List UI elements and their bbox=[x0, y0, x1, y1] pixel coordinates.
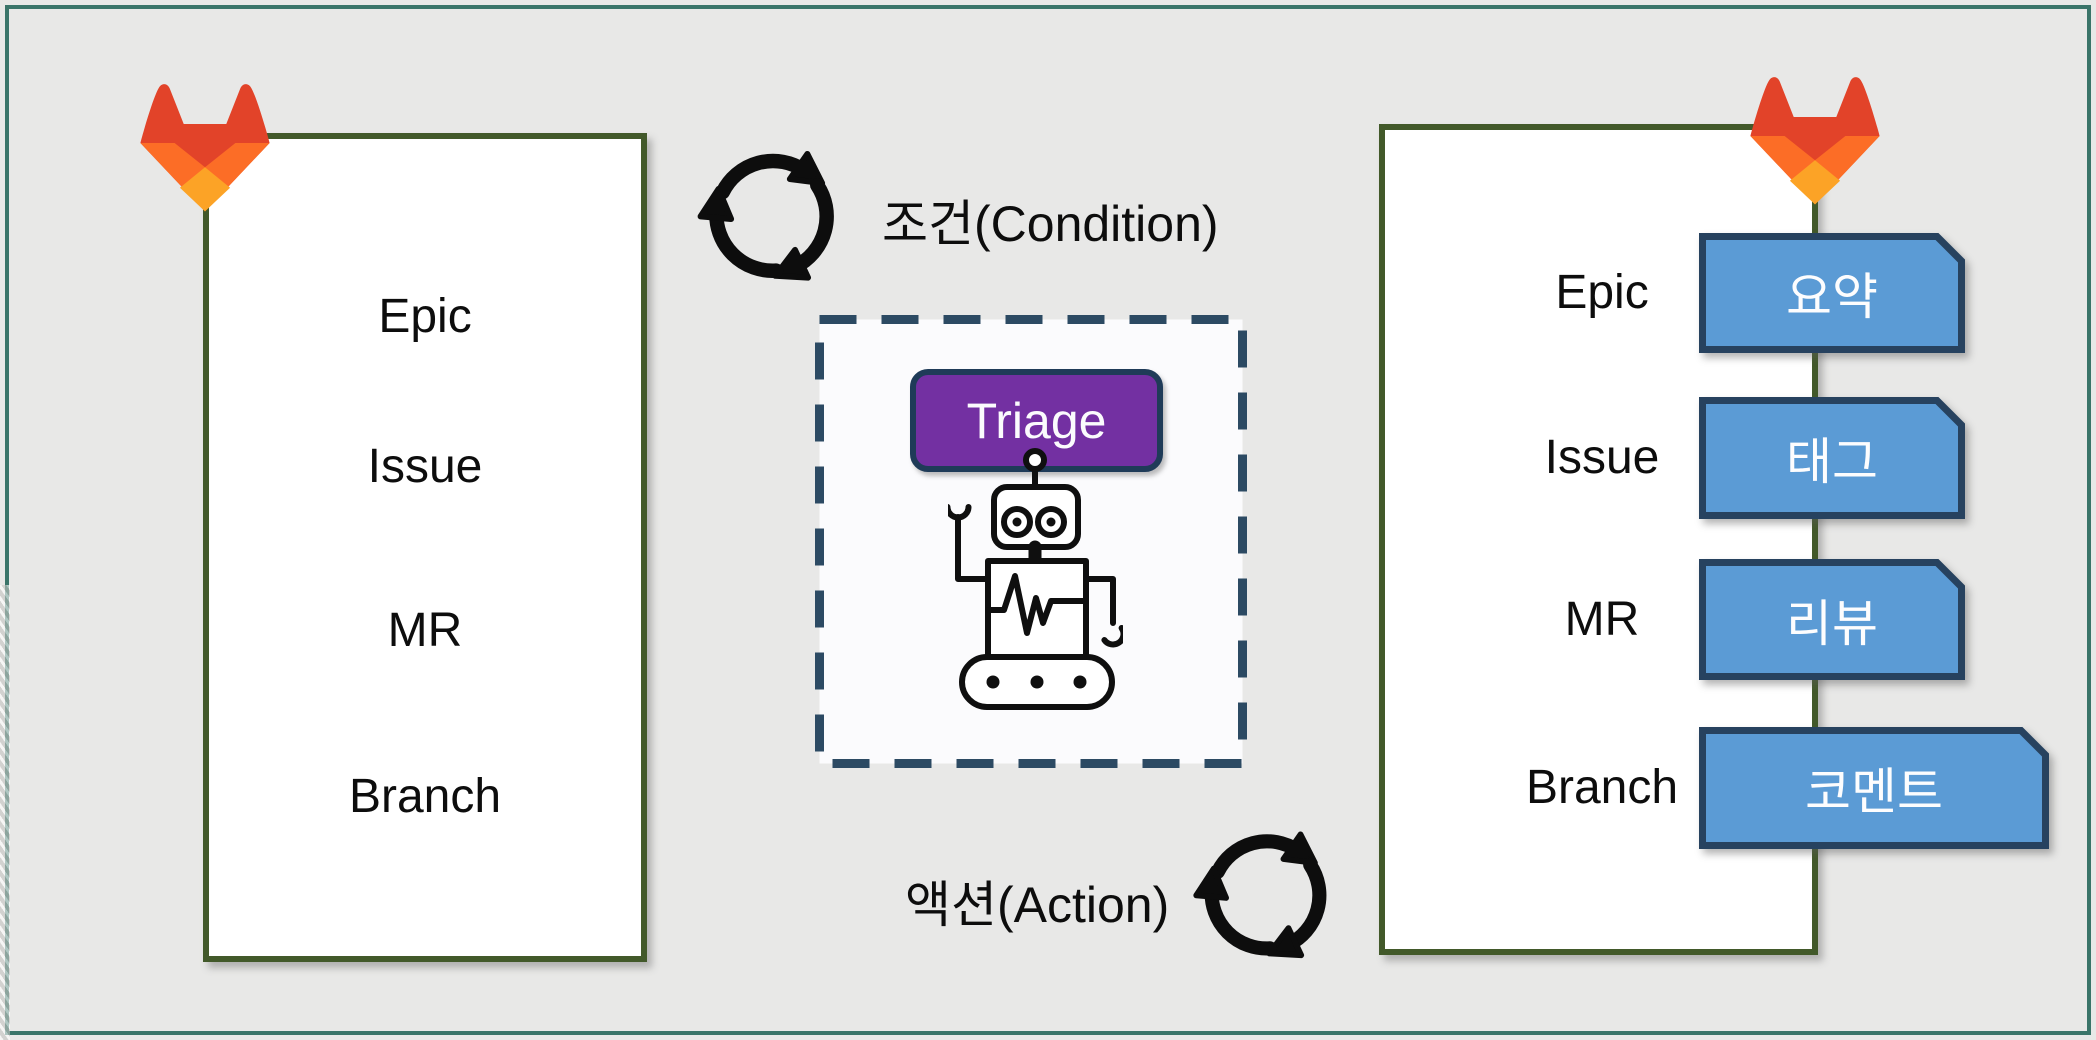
action-tag-label: 태그 bbox=[1786, 434, 1878, 490]
action-tag-review: 리뷰 bbox=[1699, 559, 1965, 680]
robot-icon bbox=[948, 448, 1123, 710]
action-tag-label: 요약 bbox=[1786, 269, 1878, 325]
right-item-branch: Branch bbox=[1525, 761, 1679, 814]
cycle-icon-action bbox=[1183, 811, 1349, 979]
left-item-mr: MR bbox=[387, 604, 463, 657]
action-tag-summary: 요약 bbox=[1699, 233, 1965, 353]
left-item-issue: Issue bbox=[367, 440, 483, 493]
right-item-mr: MR bbox=[1564, 593, 1640, 646]
left-item-epic: Epic bbox=[378, 290, 472, 343]
gitlab-objects-panel-left bbox=[203, 133, 647, 962]
triage-button: Triage bbox=[910, 369, 1163, 472]
snip-corner-shape bbox=[1699, 727, 2049, 849]
edge-stripe-decoration bbox=[0, 585, 10, 1040]
action-tag-label: 리뷰 bbox=[1786, 595, 1878, 652]
triage-button-label: Triage bbox=[966, 392, 1107, 449]
snip-corner-shape bbox=[1699, 559, 1965, 680]
gitlab-logo-right bbox=[1750, 77, 1880, 205]
cycle-icon-condition bbox=[687, 128, 857, 304]
action-tag-tag: 태그 bbox=[1699, 397, 1965, 519]
right-item-issue: Issue bbox=[1544, 431, 1660, 484]
snip-corner-shape bbox=[1699, 397, 1965, 519]
action-label: 액션(Action) bbox=[905, 877, 1170, 933]
snip-corner-shape bbox=[1699, 233, 1965, 353]
left-item-branch: Branch bbox=[348, 770, 502, 823]
right-item-epic: Epic bbox=[1555, 266, 1649, 319]
action-tag-label: 코멘트 bbox=[1805, 764, 1943, 820]
condition-label: 조건(Condition) bbox=[882, 196, 1219, 252]
gitlab-logo-left bbox=[140, 84, 270, 212]
action-tag-comment: 코멘트 bbox=[1699, 727, 2049, 849]
